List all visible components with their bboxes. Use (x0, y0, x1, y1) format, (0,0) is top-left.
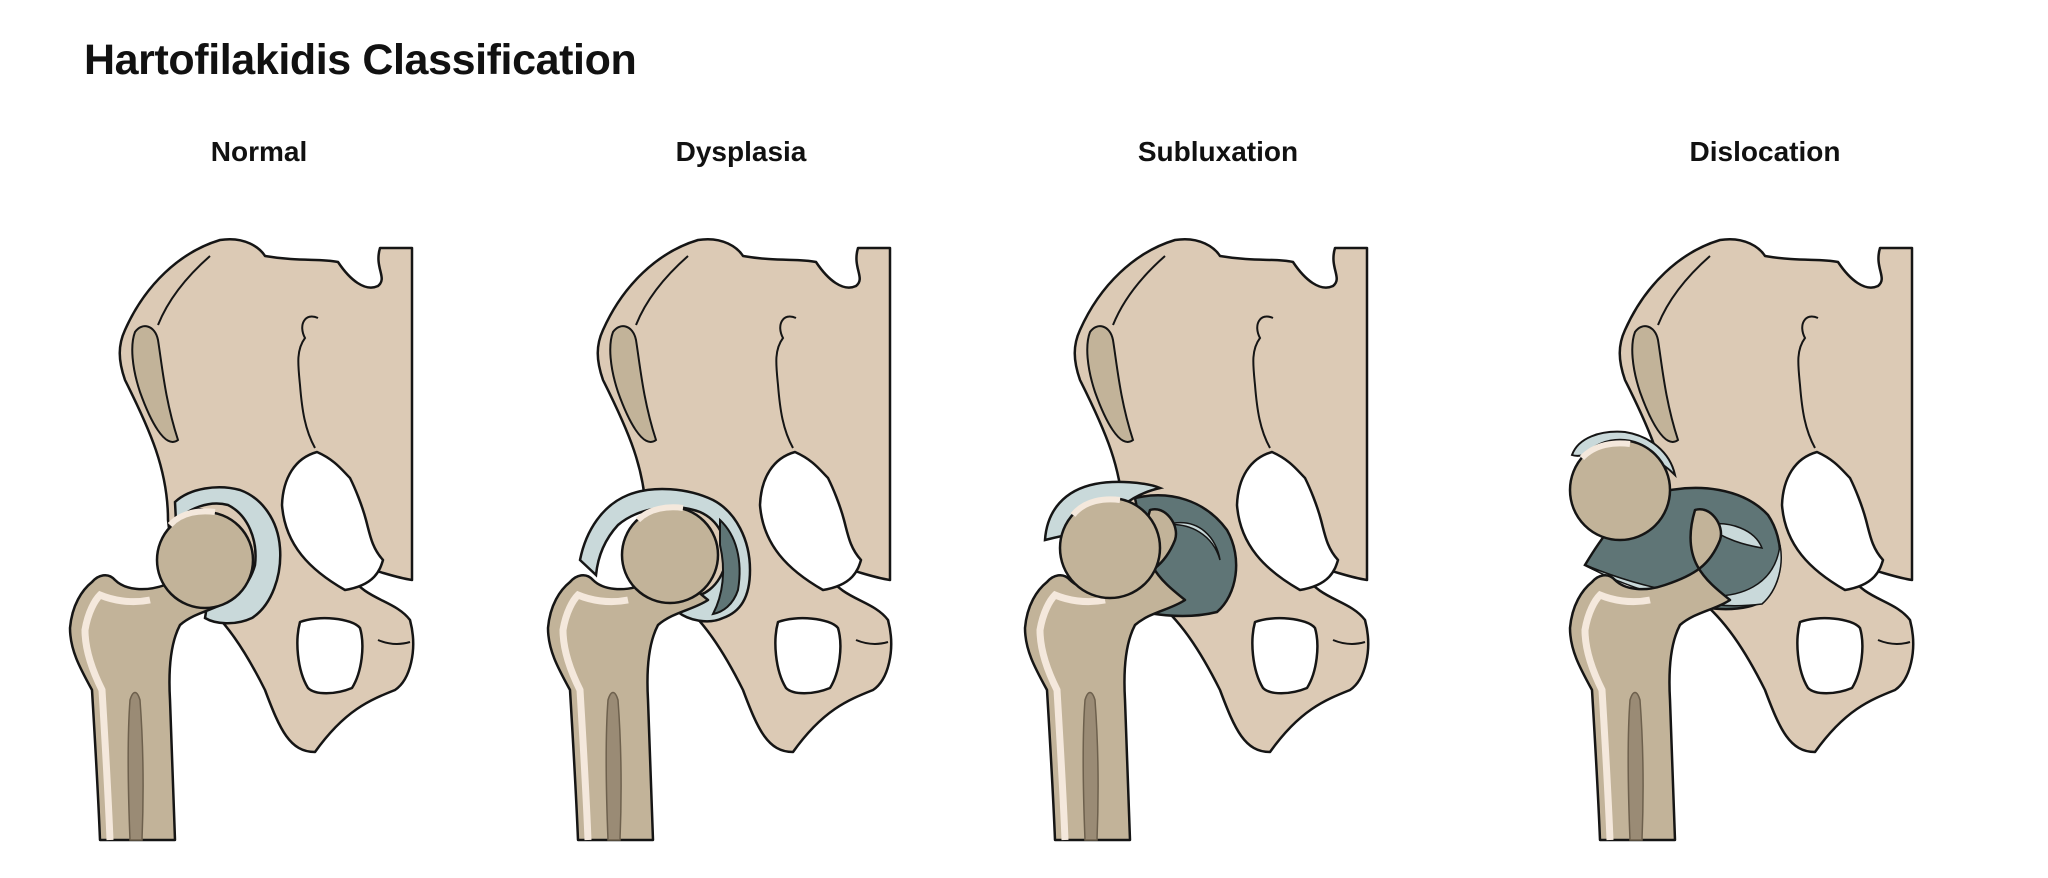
normal-femoral-head (155, 510, 255, 610)
panel-label-normal: Normal (210, 136, 308, 167)
page-title: Hartofilakidis Classification (84, 36, 637, 84)
panel-normal-illustration (70, 237, 415, 840)
panel-label-subluxation: Subluxation (1137, 136, 1299, 167)
dysplasia-femoral-head (620, 505, 720, 605)
panel-dysplasia-illustration (548, 237, 893, 840)
panel-dislocation-illustration (1568, 237, 1915, 840)
panel-label-dysplasia: Dysplasia (675, 136, 807, 167)
normal-acetabulum (173, 486, 282, 625)
panel-label-dislocation: Dislocation (1689, 136, 1841, 167)
dislocation-femoral-head (1568, 438, 1672, 542)
panel-subluxation-illustration (1025, 237, 1370, 840)
